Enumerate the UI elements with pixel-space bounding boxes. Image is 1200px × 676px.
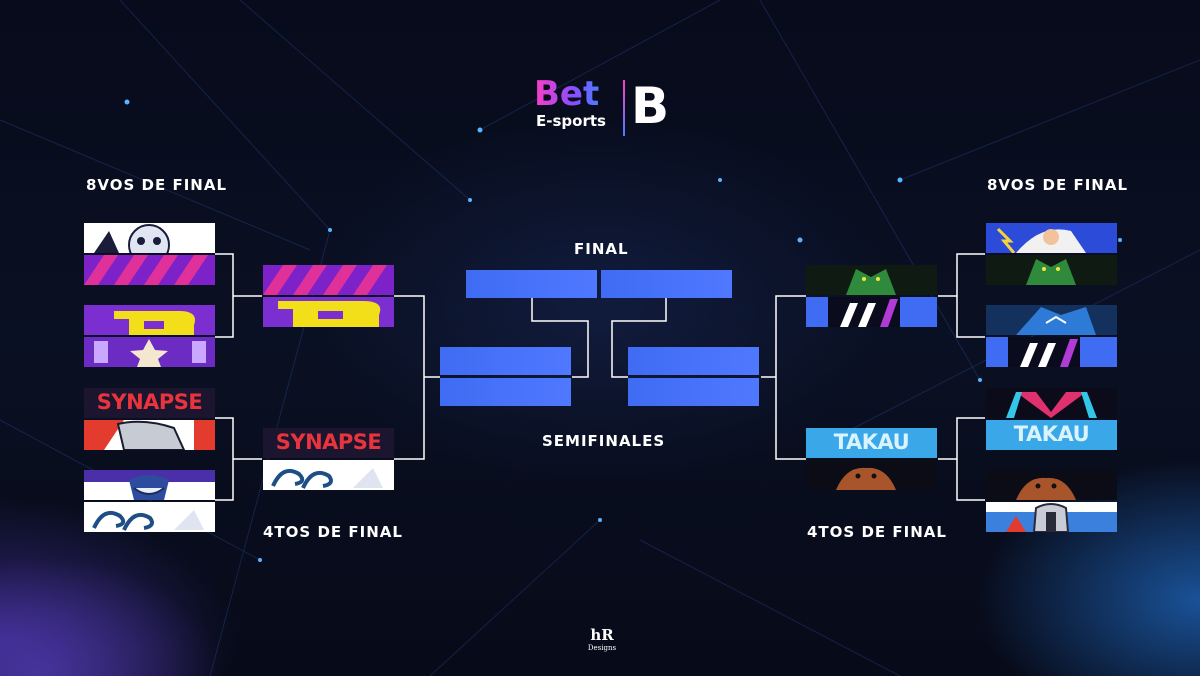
team-blue-wolf <box>986 305 1117 335</box>
team-name-synapse: SYNAPSE <box>96 390 203 414</box>
team-purple-star <box>84 337 215 367</box>
qf-team-name-synapse: SYNAPSE <box>275 430 382 454</box>
qf-team-slash-logo <box>806 297 937 327</box>
designer-credit: hR Designs <box>584 626 620 656</box>
logo-wordmark: Bet <box>534 74 600 114</box>
team-yellow-b <box>84 305 215 335</box>
final-slot-left <box>466 270 597 298</box>
team-white-ghost <box>84 223 215 253</box>
round-label-4tos-left: 4TOS DE FINAL <box>263 523 403 541</box>
qf-team-blue-swirl <box>263 460 394 490</box>
team-takau-r16: TAKAU <box>986 420 1117 450</box>
qf-team-yellow-b <box>263 297 394 327</box>
qf-team-takau: TAKAU <box>806 428 937 458</box>
round-label-8vos-right: 8VOS DE FINAL <box>987 176 1129 194</box>
round-label-8vos-left: 8VOS DE FINAL <box>86 176 228 194</box>
team-bearded-wizard <box>84 470 215 500</box>
logo-subtitle: E-sports <box>536 112 606 130</box>
team-pink-stripes <box>84 255 215 285</box>
team-slash-logo <box>986 337 1117 367</box>
team-blue-swirl <box>84 502 215 532</box>
qf-team-otter <box>806 460 937 490</box>
round-label-final: FINAL <box>574 240 629 258</box>
designer-mark: hR <box>590 626 614 644</box>
team-zeus <box>986 223 1117 253</box>
designer-subtitle: Designs <box>587 644 617 652</box>
qf-team-green-dragon <box>806 265 937 295</box>
team-synapse-r16: SYNAPSE <box>84 388 215 418</box>
semifinal-slot-right-bottom <box>628 378 759 406</box>
qf-team-name-takau: TAKAU <box>833 430 910 454</box>
team-name-takau: TAKAU <box>1013 422 1090 446</box>
round-label-4tos-right: 4TOS DE FINAL <box>807 523 947 541</box>
semifinal-slot-right-top <box>628 347 759 375</box>
team-pink-crystal <box>986 388 1117 418</box>
round-label-semifinals: SEMIFINALES <box>542 432 666 450</box>
team-knight-mask <box>84 420 215 450</box>
team-spartan <box>986 502 1117 532</box>
qf-team-synapse: SYNAPSE <box>263 428 394 458</box>
team-otter <box>986 470 1117 500</box>
semifinal-slot-left-top <box>440 347 571 375</box>
logo-divider <box>623 80 625 136</box>
logo-mark: B <box>631 77 670 135</box>
qf-team-pink-stripes <box>263 265 394 295</box>
final-slot-right <box>601 270 732 298</box>
semifinal-slot-left-bottom <box>440 378 571 406</box>
bet-esports-logo: Bet E-sports B <box>534 76 674 136</box>
team-green-dragon <box>986 255 1117 285</box>
